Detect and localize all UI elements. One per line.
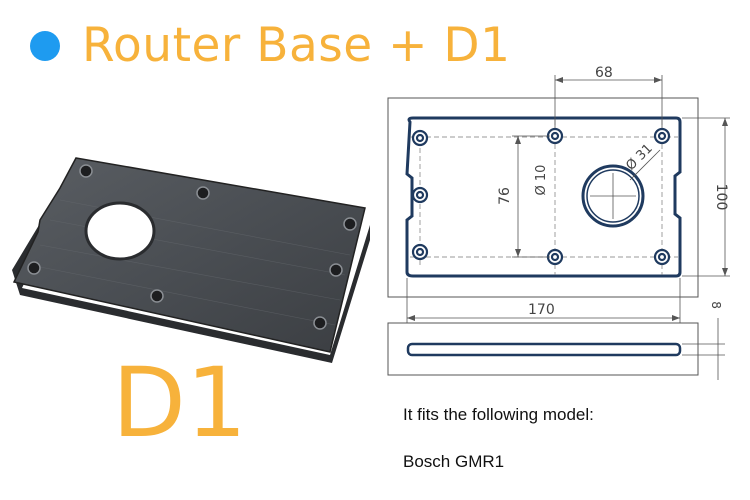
model-code-label: D1 [112, 347, 247, 459]
compatibility-heading: It fits the following model: [403, 405, 594, 424]
dim-8: 8 [709, 301, 723, 309]
dim-170: 170 [528, 302, 555, 318]
page-title: Router Base + D1 [82, 18, 511, 73]
drawing-side-plate [406, 342, 682, 357]
dia-10: Ø 10 [534, 165, 549, 196]
plate-center-hole [84, 201, 156, 261]
drawing-frame-side [387, 322, 699, 376]
technical-drawing: 68 76 100 170 8 Ø 10 Ø 31 [387, 65, 730, 380]
drawing-frame-top [387, 97, 699, 298]
plate-surface [12, 157, 366, 353]
dia-31: Ø 31 [623, 141, 655, 173]
dim-100: 100 [713, 184, 729, 211]
plate-mounting-holes [27, 164, 357, 330]
plate-outline [405, 116, 682, 278]
drawing-holes [411, 127, 671, 266]
dim-68: 68 [595, 65, 613, 81]
compatible-model: Bosch GMR1 [403, 452, 505, 471]
dim-76: 76 [497, 187, 513, 205]
bullet-dot-icon [30, 31, 60, 61]
